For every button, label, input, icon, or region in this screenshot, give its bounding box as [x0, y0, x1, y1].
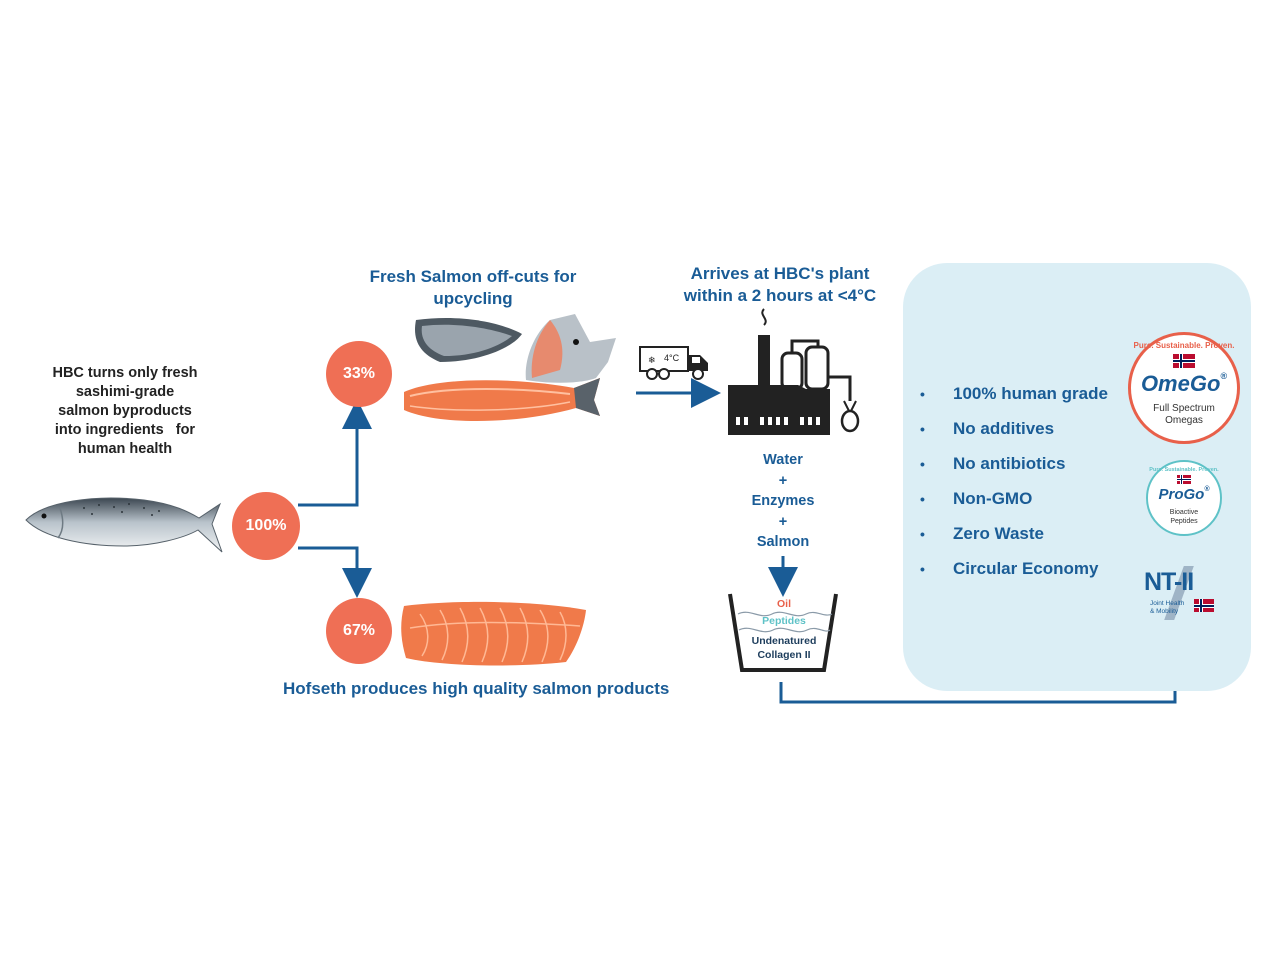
factory-icon	[728, 308, 860, 435]
benefit-item: •Non-GMO	[920, 488, 1033, 508]
benefit-item: •No additives	[920, 418, 1055, 438]
intro-text: HBC turns only fresh sashimi-grade salmo…	[52, 365, 198, 457]
benefit-item: •No antibiotics	[920, 453, 1066, 473]
arrival-title: Arrives at HBC's plant within a 2 hours …	[683, 264, 877, 305]
tank-peptides: Peptides	[762, 615, 806, 627]
percent-products-circle: 67%	[326, 598, 392, 664]
percent-total-circle: 100%	[232, 492, 300, 560]
whole-salmon-image	[25, 497, 223, 553]
salmon-offcuts-image	[404, 314, 616, 422]
tank-collagen-line1: Undenatured	[751, 635, 817, 647]
norway-flag-icon	[1177, 475, 1191, 484]
ntii-subtitle: Joint Health & Mobility	[1150, 600, 1185, 615]
omego-subtitle: Full Spectrum Omegas	[1153, 403, 1215, 426]
omego-logo-text: OmeGo®	[1140, 371, 1228, 396]
benefit-item: •Circular Economy	[920, 558, 1099, 578]
percent-offcuts-circle: 33%	[326, 341, 392, 407]
ntii-logo: NT-II Joint Health & Mobility	[1144, 566, 1226, 622]
offcuts-title: Fresh Salmon off-cuts for upcycling	[369, 267, 577, 308]
svg-text:❄: ❄	[648, 356, 656, 366]
separation-tank-icon	[728, 593, 838, 672]
ntii-logo-text: NT-II	[1144, 568, 1194, 596]
tank-collagen-line2: Collagen II	[757, 649, 811, 661]
truck-temperature: 4°C	[664, 353, 680, 363]
process-inputs: Water + Enzymes + Salmon	[751, 452, 815, 550]
norway-flag-icon	[1194, 599, 1214, 612]
benefits-list: •100% human grade •No additives •No anti…	[920, 376, 1108, 586]
benefit-item: •100% human grade	[920, 383, 1108, 403]
omego-ring-text: Pure. Sustainable. Proven.	[1133, 341, 1235, 350]
progo-badge: Pure. Sustainable. Proven. ProGo® Bioact…	[1146, 460, 1222, 536]
products-caption: Hofseth produces high quality salmon pro…	[283, 679, 670, 698]
omego-badge: Pure. Sustainable. Proven. OmeGo® Full S…	[1128, 332, 1240, 444]
salmon-fillet-image	[401, 601, 586, 666]
benefit-item: •Zero Waste	[920, 523, 1045, 543]
refrigerated-truck-icon: ❄	[639, 346, 708, 380]
progo-ring-text: Pure. Sustainable. Proven.	[1149, 467, 1219, 473]
tank-oil: Oil	[776, 598, 791, 610]
progo-logo-text: ProGo®	[1158, 486, 1210, 503]
progo-subtitle: Bioactive Peptides	[1169, 509, 1199, 525]
norway-flag-icon	[1173, 354, 1195, 368]
